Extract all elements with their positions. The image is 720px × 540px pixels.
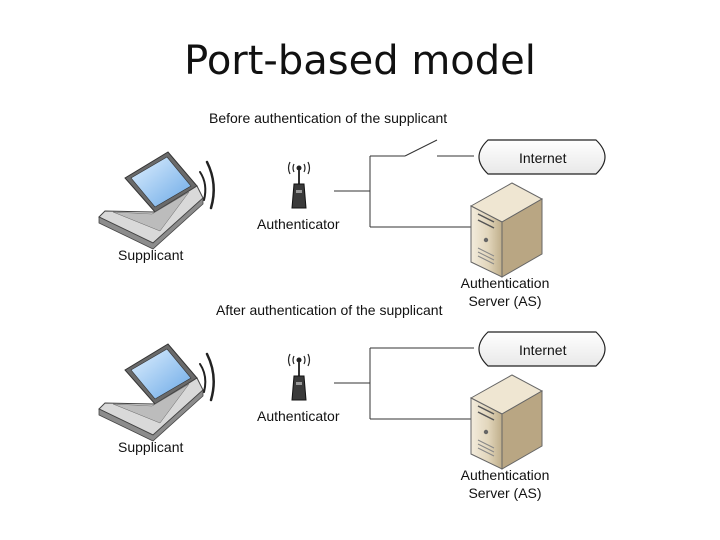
supplicant-laptop-icon bbox=[98, 343, 204, 442]
wireless-signal-icon bbox=[199, 352, 215, 402]
after-caption: After authentication of the supplicant bbox=[216, 302, 443, 318]
authenticator-antenna-icon bbox=[287, 353, 311, 401]
network-links-after bbox=[334, 347, 474, 420]
wireless-signal-icon bbox=[199, 160, 215, 210]
supplicant-label: Supplicant bbox=[118, 247, 184, 263]
server-label-line2: Server (AS) bbox=[468, 485, 542, 501]
authenticator-label: Authenticator bbox=[257, 216, 340, 232]
server-label-line2: Server (AS) bbox=[468, 293, 542, 309]
server-label: Authentication Server (AS) bbox=[455, 467, 555, 501]
server-label-line1: Authentication bbox=[460, 275, 550, 291]
server-label-line1: Authentication bbox=[460, 467, 550, 483]
authentication-server-icon bbox=[469, 374, 544, 470]
internet-cloud-icon bbox=[478, 139, 606, 175]
internet-label: Internet bbox=[519, 150, 567, 166]
authenticator-antenna-icon bbox=[287, 161, 311, 209]
authenticator-label: Authenticator bbox=[257, 408, 340, 424]
network-links-before bbox=[334, 139, 474, 228]
internet-label: Internet bbox=[519, 342, 567, 358]
before-caption: Before authentication of the supplicant bbox=[209, 110, 448, 126]
supplicant-label: Supplicant bbox=[118, 439, 184, 455]
supplicant-laptop-icon bbox=[98, 151, 204, 250]
server-label: Authentication Server (AS) bbox=[455, 275, 555, 309]
internet-cloud-icon bbox=[478, 331, 606, 367]
authentication-server-icon bbox=[469, 182, 544, 278]
page-title: Port-based model bbox=[184, 38, 536, 84]
